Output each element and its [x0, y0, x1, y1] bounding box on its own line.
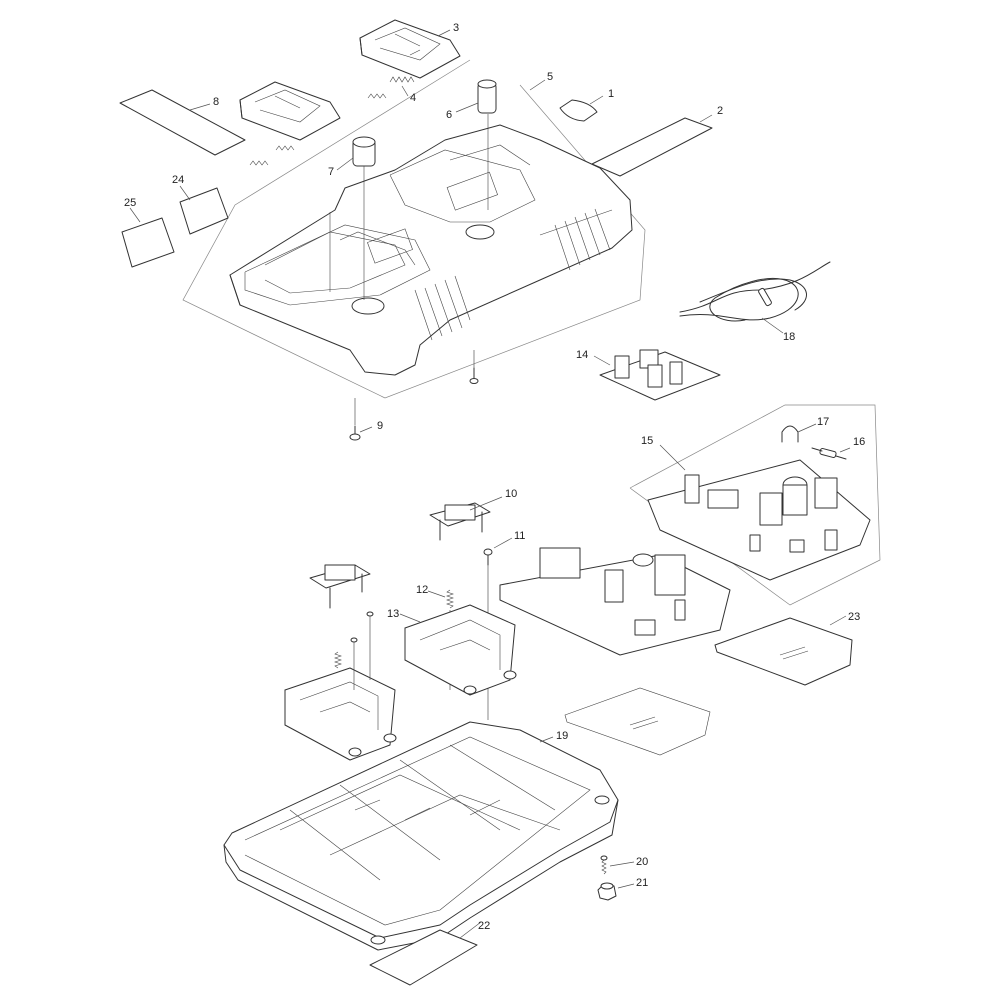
callout-19: 19 — [556, 730, 568, 742]
callout-13: 13 — [387, 608, 399, 620]
callout-22: 22 — [478, 920, 490, 932]
callout-25: 25 — [124, 197, 136, 209]
callout-2: 2 — [717, 105, 723, 117]
callout-4: 4 — [410, 92, 416, 104]
upper-housing[interactable] — [229, 114, 633, 376]
screw-bracket-a[interactable] — [366, 611, 374, 680]
small-cover-1[interactable] — [559, 99, 598, 122]
main-pcb-lower[interactable] — [499, 547, 731, 656]
terminal-left[interactable] — [309, 564, 371, 609]
label-25[interactable] — [121, 217, 175, 268]
callout-11: 11 — [514, 530, 525, 542]
callout-8: 8 — [213, 96, 219, 108]
label-22[interactable] — [369, 929, 478, 986]
insulation-sheet-23[interactable] — [714, 617, 853, 686]
bracket-13[interactable] — [404, 604, 517, 696]
callout-17: 17 — [817, 416, 829, 428]
foot-21[interactable] — [597, 882, 617, 901]
callout-1: 1 — [608, 88, 614, 100]
callout-6: 6 — [446, 109, 452, 121]
callout-23: 23 — [848, 611, 860, 623]
upper-housing-group-outline — [182, 59, 646, 399]
callout-3: 3 — [453, 22, 459, 34]
label-plate-8[interactable] — [119, 89, 246, 156]
base-19[interactable] — [223, 721, 619, 951]
callout-12: 12 — [416, 584, 428, 596]
slide-cover-second[interactable] — [239, 81, 341, 141]
terminal-10[interactable] — [429, 502, 491, 541]
label-plate-2[interactable] — [591, 117, 713, 177]
capacitor-17[interactable] — [781, 425, 799, 443]
insulation-sheet-second[interactable] — [564, 687, 711, 756]
screw-bracket-b[interactable] — [350, 637, 358, 690]
bracket-left[interactable] — [284, 667, 397, 761]
callout-20: 20 — [636, 856, 648, 868]
callout-14: 14 — [576, 349, 588, 361]
callout-16: 16 — [853, 436, 865, 448]
cap-7[interactable] — [352, 136, 376, 167]
label-24[interactable] — [179, 187, 229, 235]
screw-9b[interactable] — [469, 350, 479, 384]
callout-5: 5 — [547, 71, 553, 83]
cap-6[interactable] — [477, 79, 497, 114]
screw-9[interactable] — [349, 398, 361, 441]
callout-15: 15 — [641, 435, 653, 447]
callout-7: 7 — [328, 166, 334, 178]
callout-18: 18 — [783, 331, 795, 343]
callout-leaders — [129, 29, 851, 939]
power-cord[interactable] — [679, 261, 831, 322]
slide-cover-top[interactable] — [359, 19, 461, 79]
main-pcb-15[interactable] — [647, 459, 871, 581]
fuse-16[interactable] — [811, 447, 847, 460]
callout-10: 10 — [505, 488, 517, 500]
callout-24: 24 — [172, 174, 184, 186]
callout-9: 9 — [377, 420, 383, 432]
spring-set[interactable] — [249, 76, 415, 166]
pcb-14[interactable] — [599, 349, 721, 401]
spring-bracket-left[interactable] — [334, 651, 342, 669]
screw-20[interactable] — [600, 855, 608, 875]
main-pcb-group-outline — [629, 404, 881, 606]
callout-labels: 1 2 3 4 5 6 7 8 9 10 11 12 13 14 15 16 1… — [124, 22, 865, 932]
callout-21: 21 — [636, 877, 648, 889]
